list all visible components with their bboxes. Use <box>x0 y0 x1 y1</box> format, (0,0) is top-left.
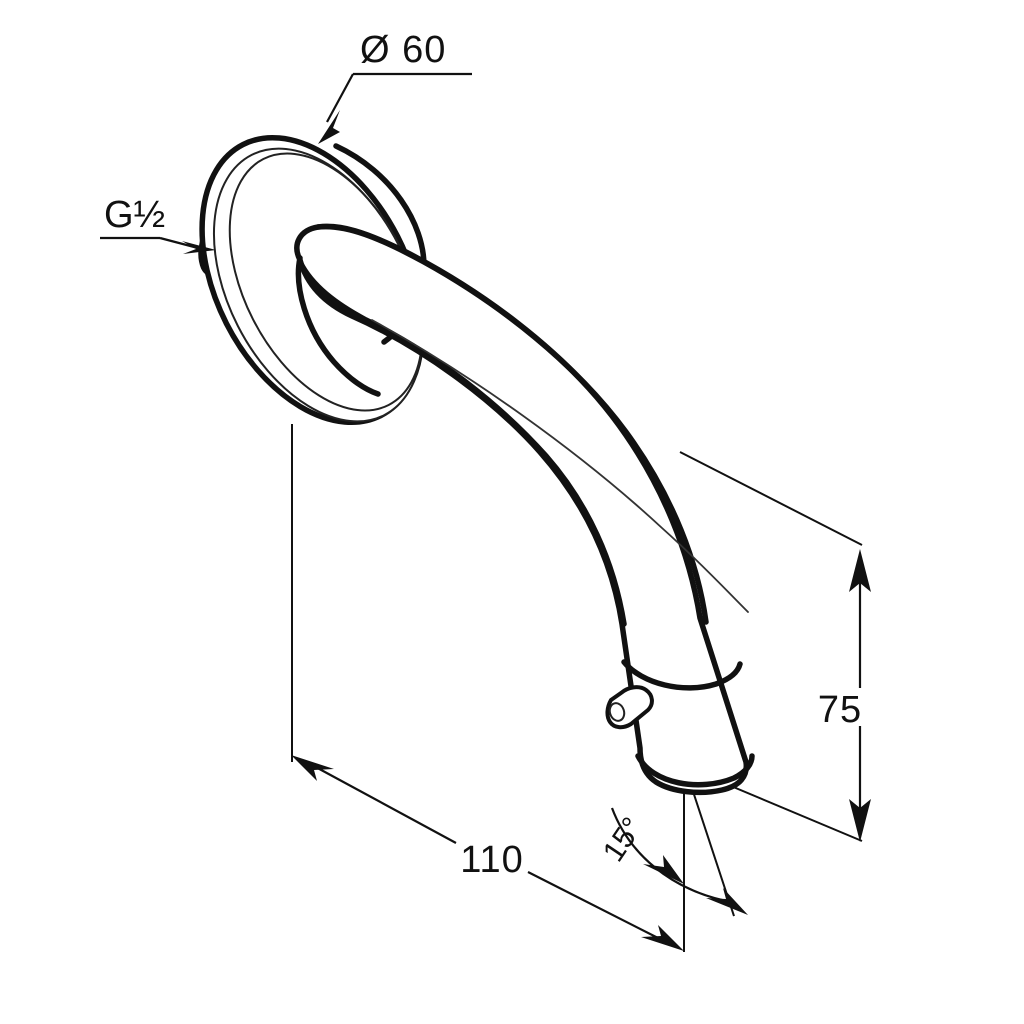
projection-dimension: 110 <box>291 755 684 951</box>
projection-dimension-line-right <box>527 871 663 941</box>
projection-dimension-label: 110 <box>460 839 524 881</box>
spout-tube-lower-edge <box>297 259 627 627</box>
diameter-callout-leader <box>326 73 354 123</box>
extension-line-spout-top <box>679 451 863 546</box>
grub-screw <box>605 685 654 730</box>
projection-dimension-arrowhead-right <box>641 925 684 951</box>
projection-dimension-arrowhead-left <box>291 755 334 781</box>
outlet-sleeve-bottom-opening <box>635 753 755 788</box>
spout-root-contour <box>295 255 381 397</box>
thread-callout-arrowhead <box>182 241 216 254</box>
height-dimension-arrowhead-bottom <box>849 799 871 842</box>
escutcheon-inner-rim <box>228 152 424 412</box>
grub-screw-head-face <box>608 702 626 722</box>
faucet-spout-assembly <box>198 134 755 796</box>
diameter-callout-label: Ø 60 <box>360 29 446 71</box>
height-dimension-arrowhead-top <box>849 549 871 592</box>
diameter-callout-arrowhead <box>318 110 340 144</box>
spout-highlight-line <box>371 319 749 613</box>
spout-tube <box>294 223 750 796</box>
thread-callout: G½ <box>100 194 216 254</box>
spout-tube-upper-edge <box>315 223 709 625</box>
outlet-sleeve <box>621 659 755 788</box>
height-dimension-label: 75 <box>818 689 862 731</box>
height-dimension: 75 <box>818 549 871 842</box>
diameter-callout: Ø 60 <box>318 29 472 144</box>
projection-dimension-line-left <box>311 764 457 844</box>
angle-dimension-arrowhead-left <box>643 855 684 884</box>
angle-dimension-arrowhead-right <box>706 888 748 915</box>
thread-callout-label: G½ <box>104 194 165 236</box>
outlet-sleeve-top-seam <box>621 659 743 691</box>
